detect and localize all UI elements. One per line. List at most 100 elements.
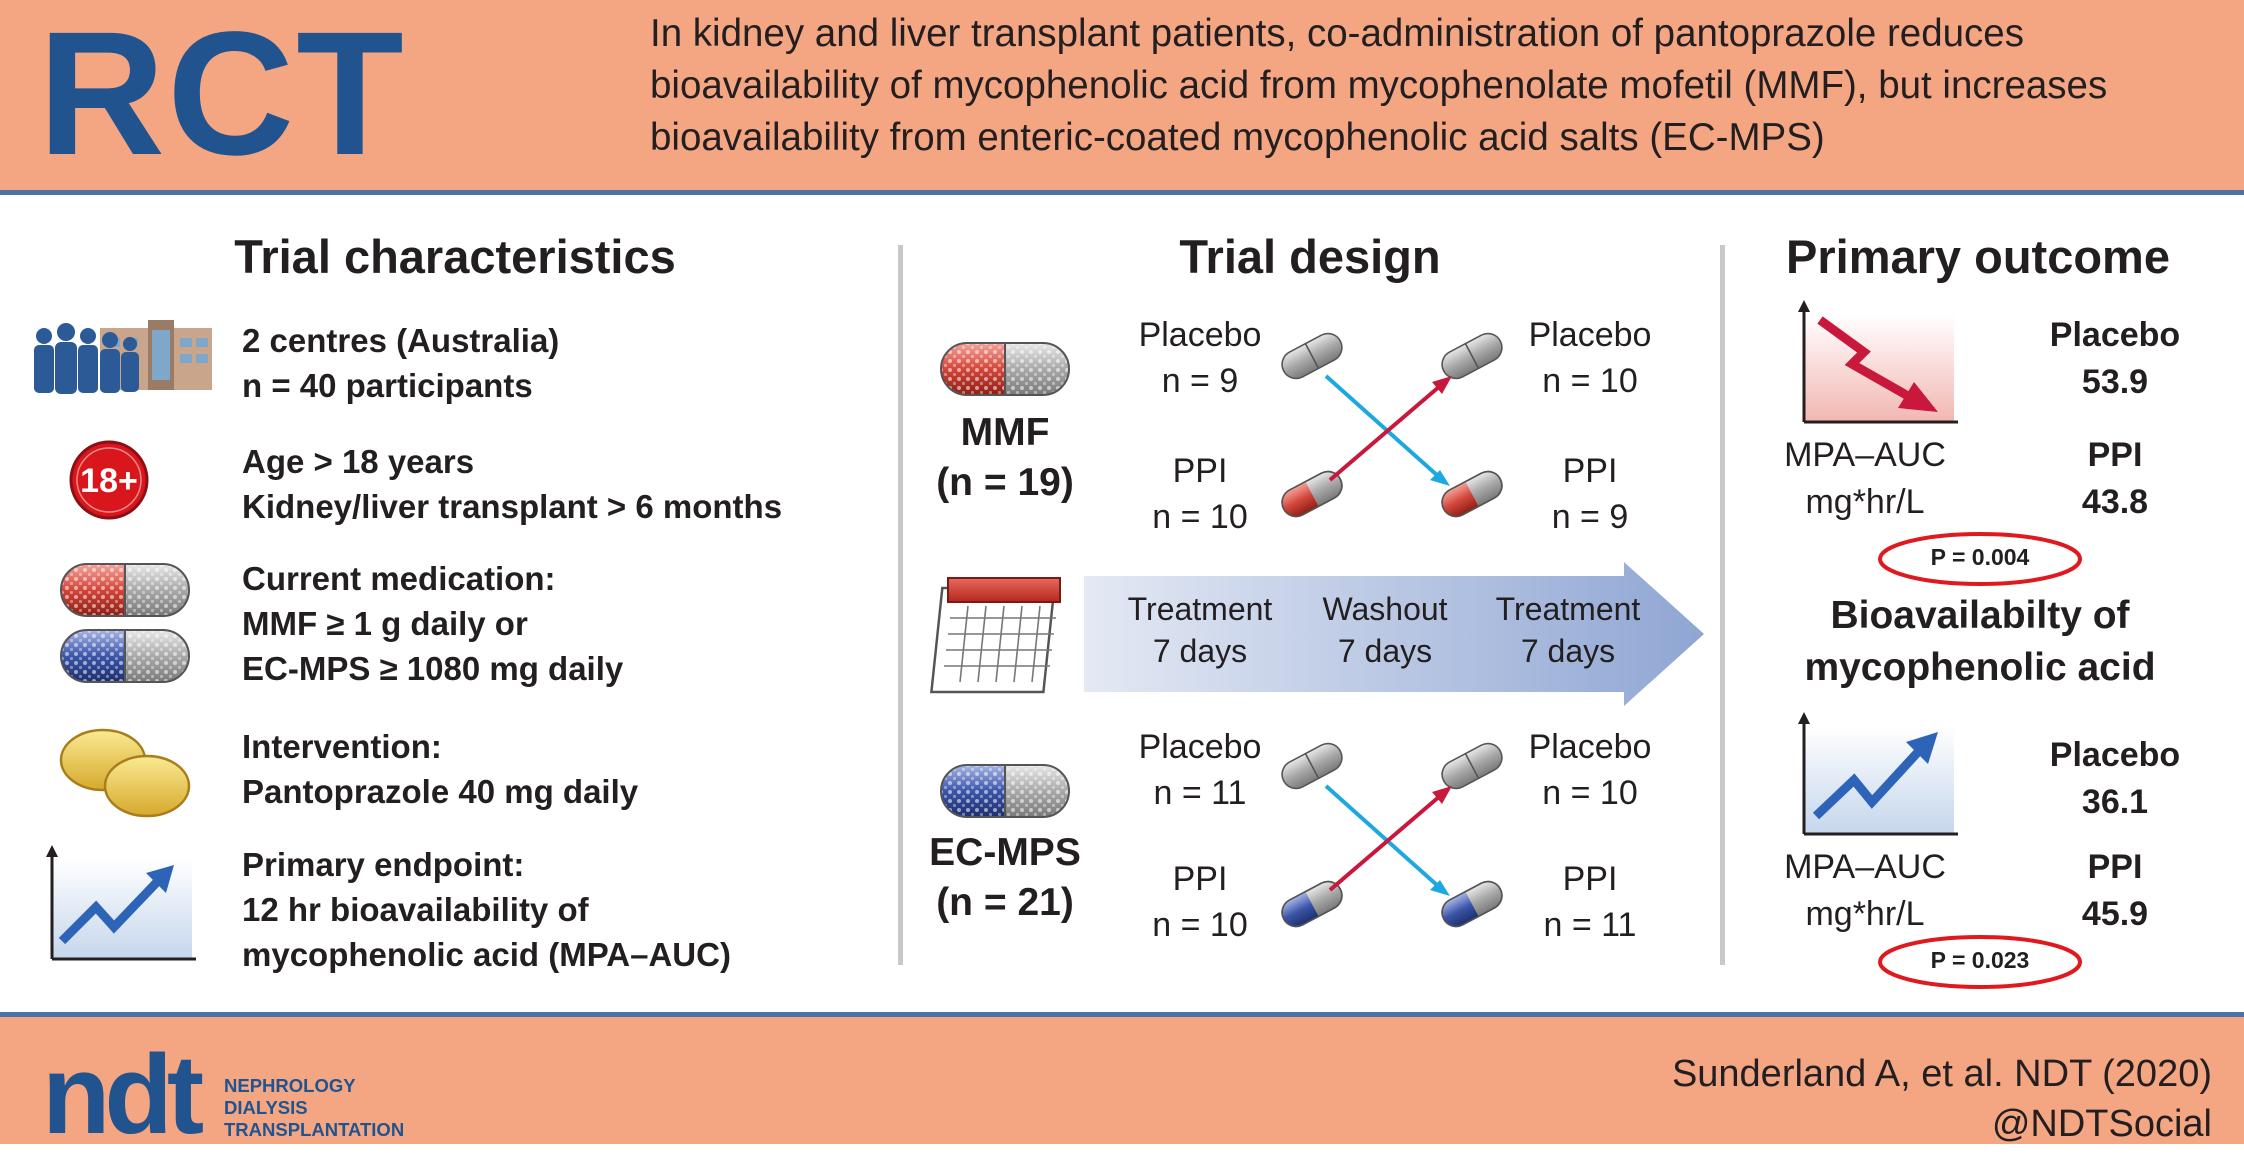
ecmps-ppi-result-value: 45.9 [2081,895,2149,933]
mmf-period2-placebo: Placebo n = 10 [1490,312,1690,404]
summary-statement: In kidney and liver transplant patients,… [650,12,2108,159]
mmf-period2-ppi: PPI n = 9 [1490,448,1690,540]
age-18-plus-icon: 18+ [69,440,149,520]
trial-design-title: Trial design [1179,230,1441,283]
ecmps-period2-ppi-n: n = 11 [1543,906,1637,944]
mmf-measure-unit: mg*hr/L [1805,483,1925,521]
feature-sites-line-2: n = 40 participants [242,367,533,404]
mmf-period2-ppi-label: PPI [1562,452,1618,490]
ecmps-period2-placebo-label: Placebo [1528,728,1652,766]
timeline-washout-duration: 7 days [1337,633,1433,669]
timeline-period-1-duration: 7 days [1152,633,1248,669]
ecmps-period1-placebo: Placebo n = 11 [1110,724,1290,816]
journal-name-line-2: DIALYSIS [224,1097,308,1118]
timeline-period-2: Treatment 7 days [1478,588,1658,672]
feature-medication: Current medication: MMF ≥ 1 g daily or E… [242,556,623,691]
mmf-p-value-ring [1878,532,2082,586]
citation-block: Sunderland A, et al. NDT (2020) @NDTSoci… [1672,1049,2212,1149]
mmf-period2-placebo-n: n = 10 [1542,362,1638,400]
ecmps-period1-ppi: PPI n = 10 [1110,856,1290,948]
outcome-subtitle-line-2: mycophenolic acid [1804,646,2156,689]
timeline-period-1: Treatment 7 days [1110,588,1290,672]
feature-intervention-line-1: Intervention: [242,728,442,765]
tablets-icon [59,728,191,818]
outcome-subtitle: Bioavailabilty of mycophenolic acid [1735,590,2225,694]
trial-characteristics-title: Trial characteristics [234,230,676,283]
ecmps-measure-name: MPA–AUC [1784,848,1946,886]
header-banner: RCT In kidney and liver transplant patie… [0,0,2244,195]
mmf-ppi-result-value: 43.8 [2081,483,2149,521]
mmf-crossover-diagram [1281,332,1503,518]
mmf-p-value: P = 0.004 [1930,544,2030,570]
mmf-placebo-result-label: Placebo [2049,316,2181,354]
feature-sites: 2 centres (Australia) n = 40 participant… [242,318,559,408]
small-capsule-ecmps-icon [1441,880,1503,928]
ecmps-period2-ppi: PPI n = 11 [1490,856,1690,948]
ecmps-arm-n: (n = 21) [936,881,1074,924]
mmf-placebo-result: Placebo 53.9 [2010,312,2220,406]
ecmps-period1-ppi-label: PPI [1172,860,1228,898]
mmf-period1-ppi-label: PPI [1172,452,1228,490]
mmf-ppi-result: PPI 43.8 [2010,432,2220,526]
journal-name: NEPHROLOGY DIALYSIS TRANSPLANTATION [224,1075,404,1141]
feature-endpoint-line-2: 12 hr bioavailability of [242,891,589,928]
capsules-icon [60,563,190,683]
mmf-period1-placebo-n: n = 9 [1161,362,1239,400]
ecmps-capsule-icon [940,764,1070,818]
mmf-period1-ppi: PPI n = 10 [1110,448,1290,540]
ecmps-p-value: P = 0.023 [1930,947,2030,973]
mmf-measure-label: MPA–AUC mg*hr/L [1765,432,1965,526]
feature-medication-line-3: EC-MPS ≥ 1080 mg daily [242,650,624,687]
journal-name-line-1: NEPHROLOGY [224,1075,356,1096]
small-capsule-placebo-icon [1281,742,1343,790]
ecmps-placebo-result-label: Placebo [2049,736,2181,774]
ecmps-arm-label: EC-MPS (n = 21) [905,828,1105,928]
feature-eligibility: Age > 18 years Kidney/liver transplant >… [242,439,782,529]
ndt-logo[interactable]: ndt [42,1032,204,1157]
small-capsule-mmf-icon [1441,470,1503,518]
ecmps-measure-unit: mg*hr/L [1805,895,1925,933]
feature-intervention-line-2: Pantoprazole 40 mg daily [242,773,639,810]
timeline-period-2-label: Treatment [1495,591,1641,627]
feature-medication-line-2: MMF ≥ 1 g daily or [242,605,528,642]
social-handle-link[interactable]: @NDTSocial [1991,1103,2212,1145]
small-capsule-mmf-icon [1281,470,1343,518]
timeline-period-2-duration: 7 days [1520,633,1616,669]
ecmps-period2-placebo-n: n = 10 [1542,774,1638,812]
small-capsule-placebo-icon [1441,742,1503,790]
ecmps-measure-label: MPA–AUC mg*hr/L [1765,844,1965,938]
mmf-period1-ppi-n: n = 10 [1152,498,1248,536]
mmf-arm-name: MMF [960,411,1050,454]
primary-outcome-title: Primary outcome [1786,230,2170,283]
feature-medication-line-1: Current medication: [242,560,556,597]
ecmps-crossover-diagram [1281,742,1503,928]
footer-banner: ndt NEPHROLOGY DIALYSIS TRANSPLANTATION … [0,1012,2244,1151]
trend-down-chart-icon [1798,300,1958,424]
small-capsule-placebo-icon [1281,332,1343,380]
mmf-period2-placebo-label: Placebo [1528,316,1652,354]
ecmps-period1-placebo-n: n = 11 [1153,774,1247,812]
ecmps-period1-ppi-n: n = 10 [1152,906,1248,944]
feature-intervention: Intervention: Pantoprazole 40 mg daily [242,724,638,814]
ecmps-placebo-result-value: 36.1 [2081,783,2149,821]
mmf-placebo-result-value: 53.9 [2081,363,2149,401]
mmf-measure-name: MPA–AUC [1784,436,1946,474]
mmf-ppi-result-label: PPI [2087,436,2143,474]
study-type-badge: RCT [38,0,406,192]
ecmps-p-value-ring [1878,935,2082,989]
feature-eligibility-line-1: Age > 18 years [242,443,475,480]
mmf-period1-placebo: Placebo n = 9 [1110,312,1290,404]
column-divider-left [898,245,903,965]
ecmps-ppi-result-label: PPI [2087,848,2143,886]
citation-text: Sunderland A, et al. NDT (2020) [1671,1053,2212,1095]
timeline-period-1-label: Treatment [1127,591,1273,627]
feature-endpoint-line-1: Primary endpoint: [242,846,525,883]
small-capsule-ecmps-icon [1281,880,1343,928]
timeline-washout: Washout 7 days [1295,588,1475,672]
journal-name-line-3: TRANSPLANTATION [224,1119,405,1140]
ecmps-period1-placebo-label: Placebo [1138,728,1262,766]
feature-endpoint-line-3: mycophenolic acid (MPA–AUC) [242,936,731,973]
small-capsule-placebo-icon [1441,332,1503,380]
mmf-capsule-icon [940,342,1070,396]
ecmps-placebo-result: Placebo 36.1 [2010,732,2220,826]
